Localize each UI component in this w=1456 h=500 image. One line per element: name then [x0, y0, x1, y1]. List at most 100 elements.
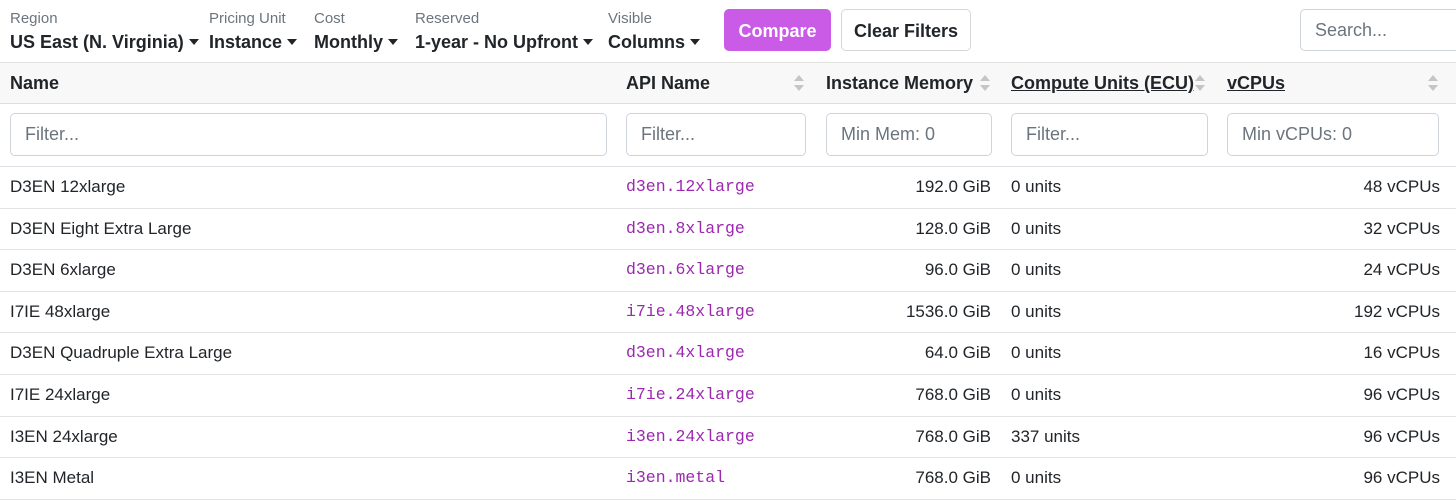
region-value-wrap[interactable]: US East (N. Virginia) [10, 31, 199, 53]
compare-button[interactable]: Compare [724, 9, 831, 51]
pricing-unit-select[interactable]: Pricing Unit Instance [209, 10, 298, 53]
name-filter-input[interactable] [10, 113, 607, 156]
api-name-filter-input[interactable] [626, 113, 806, 156]
reserved-label: Reserved [415, 10, 480, 27]
table-body: D3EN 12xlarge d3en.12xlarge 192.0 GiB 0 … [0, 167, 1456, 500]
visible-columns-select[interactable]: Visible Columns [608, 10, 701, 53]
filter-toolbar: Region US East (N. Virginia) Pricing Uni… [0, 0, 1456, 62]
sort-down-icon [980, 85, 990, 91]
cell-vcpus: 32 vCPUs [1363, 218, 1440, 238]
cell-name: I3EN Metal [10, 468, 95, 488]
cell-name: D3EN Eight Extra Large [10, 218, 192, 238]
cell-vcpus: 16 vCPUs [1363, 343, 1440, 363]
cell-memory: 768.0 GiB [915, 426, 991, 446]
cell-api-name: d3en.6xlarge [626, 260, 745, 280]
sort-up-icon [794, 75, 804, 81]
reserved-select[interactable]: Reserved 1-year - No Upfront [415, 10, 594, 53]
visible-value-wrap[interactable]: Columns [608, 31, 701, 53]
table-header: Name API Name Instance Memory Compute Un… [0, 62, 1456, 104]
vcpus-filter-input[interactable] [1227, 113, 1439, 156]
table-row[interactable]: D3EN Eight Extra Large d3en.8xlarge 128.… [0, 209, 1456, 251]
sort-icon[interactable] [794, 75, 804, 93]
cell-memory: 1536.0 GiB [905, 301, 991, 321]
sort-icon[interactable] [1428, 75, 1438, 93]
cell-name: I7IE 24xlarge [10, 384, 111, 404]
cell-api-name: d3en.12xlarge [626, 177, 755, 196]
cell-api-name: i3en.24xlarge [626, 426, 755, 446]
cell-ecu: 0 units [1011, 177, 1062, 196]
cost-value-wrap[interactable]: Monthly [314, 31, 398, 53]
cell-name: I7IE 48xlarge [10, 301, 111, 321]
cell-name: D3EN Quadruple Extra Large [10, 343, 233, 363]
reserved-value-wrap[interactable]: 1-year - No Upfront [415, 31, 594, 53]
table-row[interactable]: D3EN Quadruple Extra Large d3en.4xlarge … [0, 333, 1456, 375]
table-row[interactable]: I3EN 24xlarge i3en.24xlarge 768.0 GiB 33… [0, 417, 1456, 459]
cell-memory: 96.0 GiB [924, 260, 991, 280]
visible-label: Visible [608, 10, 652, 27]
cost-label: Cost [314, 10, 345, 27]
table-row[interactable]: I7IE 24xlarge i7ie.24xlarge 768.0 GiB 0 … [0, 375, 1456, 417]
column-header-vcpus-label: vCPUs [1227, 73, 1286, 93]
cell-vcpus: 96 vCPUs [1363, 468, 1440, 488]
sort-down-icon [1195, 85, 1205, 91]
cell-vcpus: 24 vCPUs [1363, 260, 1440, 280]
clear-filters-button[interactable]: Clear Filters [841, 9, 971, 51]
ecu-filter-input[interactable] [1011, 113, 1208, 156]
cell-ecu: 0 units [1011, 384, 1062, 404]
table-row[interactable]: D3EN 12xlarge d3en.12xlarge 192.0 GiB 0 … [0, 167, 1456, 209]
region-select[interactable]: Region US East (N. Virginia) [10, 10, 199, 53]
table-row[interactable]: D3EN 6xlarge d3en.6xlarge 96.0 GiB 0 uni… [0, 250, 1456, 292]
cell-memory: 64.0 GiB [924, 343, 991, 363]
cell-api-name: i3en.metal [626, 468, 726, 488]
cell-api-name: i7ie.48xlarge [626, 301, 755, 321]
sort-down-icon [1428, 85, 1438, 91]
cell-api-name: d3en.8xlarge [626, 218, 745, 238]
memory-filter-input[interactable] [826, 113, 992, 156]
sort-icon[interactable] [980, 75, 990, 93]
table-row[interactable]: I3EN Metal i3en.metal 768.0 GiB 0 units … [0, 458, 1456, 500]
column-header-ecu-label: Compute Units (ECU) [1011, 73, 1194, 93]
pricing-unit-value: Instance [209, 32, 283, 52]
pricing-unit-label: Pricing Unit [209, 10, 286, 27]
column-header-ecu[interactable]: Compute Units (ECU) [1011, 63, 1194, 103]
column-header-api-name-label: API Name [626, 73, 711, 93]
cell-api-name: d3en.4xlarge [626, 343, 745, 363]
cell-memory: 192.0 GiB [915, 177, 991, 196]
cell-ecu: 0 units [1011, 468, 1062, 488]
cell-memory: 768.0 GiB [915, 384, 991, 404]
chevron-down-icon [188, 39, 199, 45]
chevron-down-icon [690, 39, 701, 45]
chevron-down-icon [287, 39, 298, 45]
cell-name: D3EN 6xlarge [10, 260, 116, 280]
column-header-name-label: Name [10, 73, 60, 93]
sort-icon[interactable] [1195, 75, 1205, 93]
column-header-memory[interactable]: Instance Memory [826, 63, 973, 103]
cell-vcpus: 48 vCPUs [1363, 177, 1440, 196]
cell-vcpus: 192 vCPUs [1354, 301, 1440, 321]
visible-value: Columns [608, 32, 686, 52]
cell-memory: 128.0 GiB [915, 218, 991, 238]
cost-select[interactable]: Cost Monthly [314, 10, 398, 53]
column-header-name[interactable]: Name [10, 63, 59, 103]
cost-value: Monthly [314, 32, 383, 52]
cell-name: D3EN 12xlarge [10, 177, 126, 196]
column-header-memory-label: Instance Memory [826, 73, 974, 93]
pricing-unit-value-wrap[interactable]: Instance [209, 31, 298, 53]
cell-memory: 768.0 GiB [915, 468, 991, 488]
region-value: US East (N. Virginia) [10, 32, 184, 52]
cell-ecu: 337 units [1011, 426, 1080, 446]
chevron-down-icon [388, 39, 398, 45]
cell-ecu: 0 units [1011, 260, 1062, 280]
sort-down-icon [794, 85, 804, 91]
reserved-value: 1-year - No Upfront [415, 32, 579, 52]
cell-api-name: i7ie.24xlarge [626, 384, 755, 404]
region-label: Region [10, 10, 58, 27]
column-header-api-name[interactable]: API Name [626, 63, 710, 103]
cell-ecu: 0 units [1011, 218, 1062, 238]
search-input[interactable] [1300, 9, 1456, 51]
column-filter-row [0, 104, 1456, 167]
cell-ecu: 0 units [1011, 343, 1062, 363]
cell-name: I3EN 24xlarge [10, 426, 118, 446]
table-row[interactable]: I7IE 48xlarge i7ie.48xlarge 1536.0 GiB 0… [0, 292, 1456, 334]
column-header-vcpus[interactable]: vCPUs [1227, 63, 1285, 103]
